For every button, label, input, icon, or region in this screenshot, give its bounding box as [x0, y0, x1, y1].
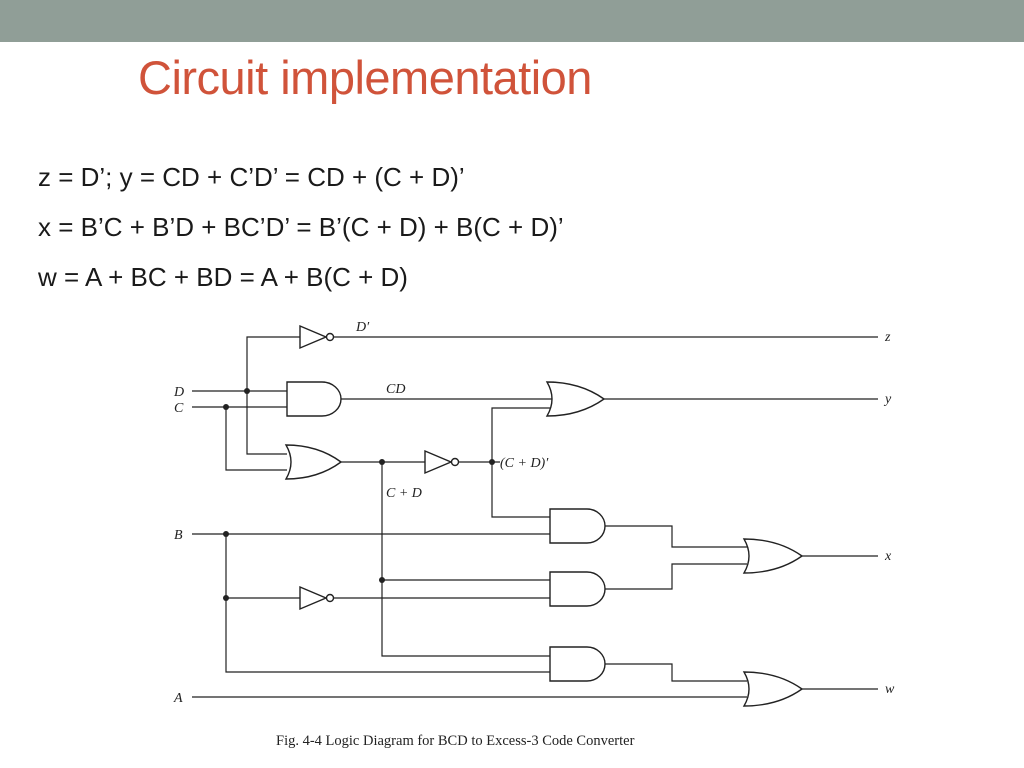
or-gate-c-or-d	[284, 444, 343, 480]
wire-c-or-d-not-down	[491, 462, 550, 518]
input-label-c: C	[174, 401, 184, 416]
and-gate-bnot-and-c-or-d	[549, 571, 606, 607]
junction-dot	[244, 388, 250, 394]
not-gate-c-or-d	[424, 449, 460, 475]
and-gate-cd	[286, 381, 342, 417]
wire-b-down	[225, 534, 550, 673]
input-label-a: A	[173, 691, 183, 706]
equation-x: x = B’C + B’D + BC’D’ = B’(C + D) + B(C …	[38, 212, 564, 242]
junction-dot	[489, 459, 495, 465]
not-gate-d	[299, 324, 335, 350]
and-gate-b-and-c-or-d	[549, 646, 606, 682]
signal-label-c-or-d: C + D	[386, 486, 422, 501]
not-gate-b	[299, 585, 335, 611]
equation-z-y: z = D’; y = CD + C’D’ = CD + (C + D)’	[38, 162, 465, 192]
wire-and2-out	[605, 525, 747, 548]
or-gate-x	[742, 538, 804, 574]
gates	[284, 324, 804, 707]
wires	[192, 336, 878, 698]
wire-and4-out	[605, 663, 747, 682]
or-gate-y	[545, 381, 606, 417]
junction-dot	[379, 577, 385, 583]
input-label-b: B	[174, 528, 183, 543]
wire-d-down	[246, 391, 287, 455]
top-accent-bar	[0, 0, 1024, 42]
slide-title: Circuit implementation	[138, 51, 592, 104]
output-label-y: y	[883, 392, 892, 407]
wire-c-down	[225, 407, 287, 471]
wire-and3-out	[605, 563, 747, 590]
junction-dot	[379, 459, 385, 465]
output-label-z: z	[884, 330, 891, 345]
junction-dot	[223, 531, 229, 537]
and-gate-b-and-c-or-d-not	[549, 508, 606, 544]
signal-label-c-or-d-not: (C + D)′	[500, 456, 549, 471]
signal-label-d-not: D′	[355, 320, 370, 335]
wire-d-up	[246, 336, 300, 391]
signal-label-cd: CD	[386, 382, 405, 397]
output-label-w: w	[885, 682, 895, 697]
labels: D C B A D′ CD C + D (C + D)′ z y x w Fig…	[173, 320, 895, 749]
wire-c-or-d-down	[381, 462, 550, 657]
figure-caption: Fig. 4-4 Logic Diagram for BCD to Excess…	[276, 733, 635, 749]
junctions	[223, 388, 495, 601]
junction-dot	[223, 404, 229, 410]
input-label-d: D	[173, 385, 184, 400]
or-gate-w	[742, 671, 804, 707]
junction-dot	[223, 595, 229, 601]
equation-w: w = A + BC + BD = A + B(C + D)	[38, 262, 408, 292]
output-label-x: x	[884, 549, 892, 564]
wire-c-or-d-not-up	[491, 407, 552, 462]
